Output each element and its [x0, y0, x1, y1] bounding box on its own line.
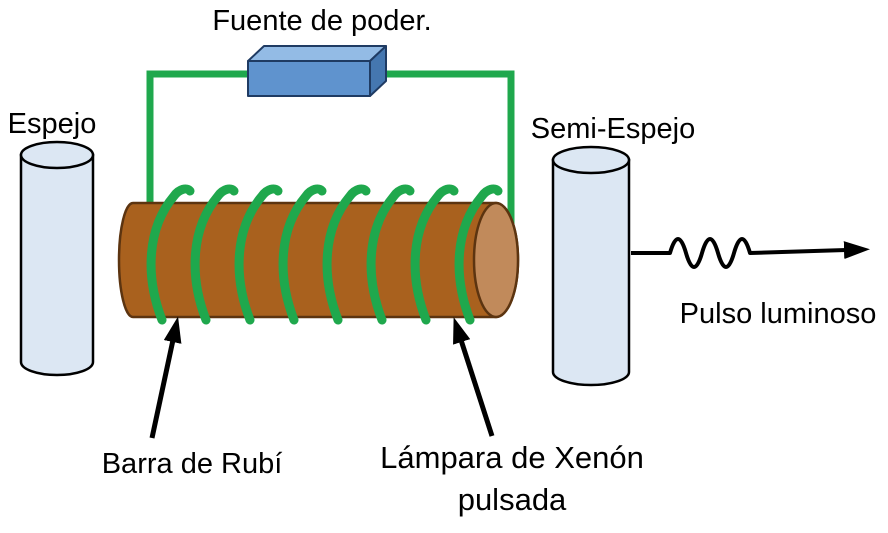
- xenon-lamp-coil: [146, 184, 503, 325]
- lamp-coil-turn: [190, 184, 239, 325]
- wire-left: [146, 70, 262, 229]
- lamp-coil-turn: [410, 184, 459, 325]
- power-supply-label: Fuente de poder.: [212, 5, 431, 37]
- lamp-coil-turn: [366, 184, 415, 325]
- mirror-right-top-face: [551, 145, 631, 175]
- power-supply-top-face: [247, 45, 387, 62]
- power-supply-front-face: [247, 60, 371, 97]
- semi-mirror-label: Semi-Espejo: [531, 113, 695, 145]
- lamp-coil-turn: [322, 184, 371, 325]
- pointer-arrows: [149, 316, 495, 439]
- circuit-wires: [146, 70, 515, 239]
- lamp-coil-turn: [278, 184, 327, 325]
- light-pulse-arrow: [631, 237, 870, 269]
- lamp-coil-turn: [146, 184, 195, 325]
- ruby-rod-pointer-arrow: [149, 316, 182, 439]
- mirror-left-body: [19, 153, 95, 377]
- wire-right: [371, 70, 515, 239]
- mirror-left-top-face: [19, 140, 95, 170]
- xenon-lamp-label-line1: Lámpara de Xenón: [380, 440, 644, 475]
- mirror-right-body: [551, 158, 631, 387]
- ruby-rod-end-cap: [472, 201, 520, 319]
- light-pulse-label: Pulso luminoso: [680, 298, 877, 330]
- xenon-lamp-label-line2: pulsada: [458, 482, 567, 517]
- mirror-right: [551, 145, 631, 387]
- lamp-coil-turn: [454, 184, 503, 325]
- mirror-label: Espejo: [8, 108, 97, 140]
- power-supply-box: [247, 45, 387, 97]
- lamp-coil-turn: [234, 184, 283, 325]
- ruby-rod-label: Barra de Rubí: [102, 448, 283, 480]
- xenon-lamp-pointer-arrow: [453, 317, 495, 437]
- mirror-left: [19, 140, 95, 377]
